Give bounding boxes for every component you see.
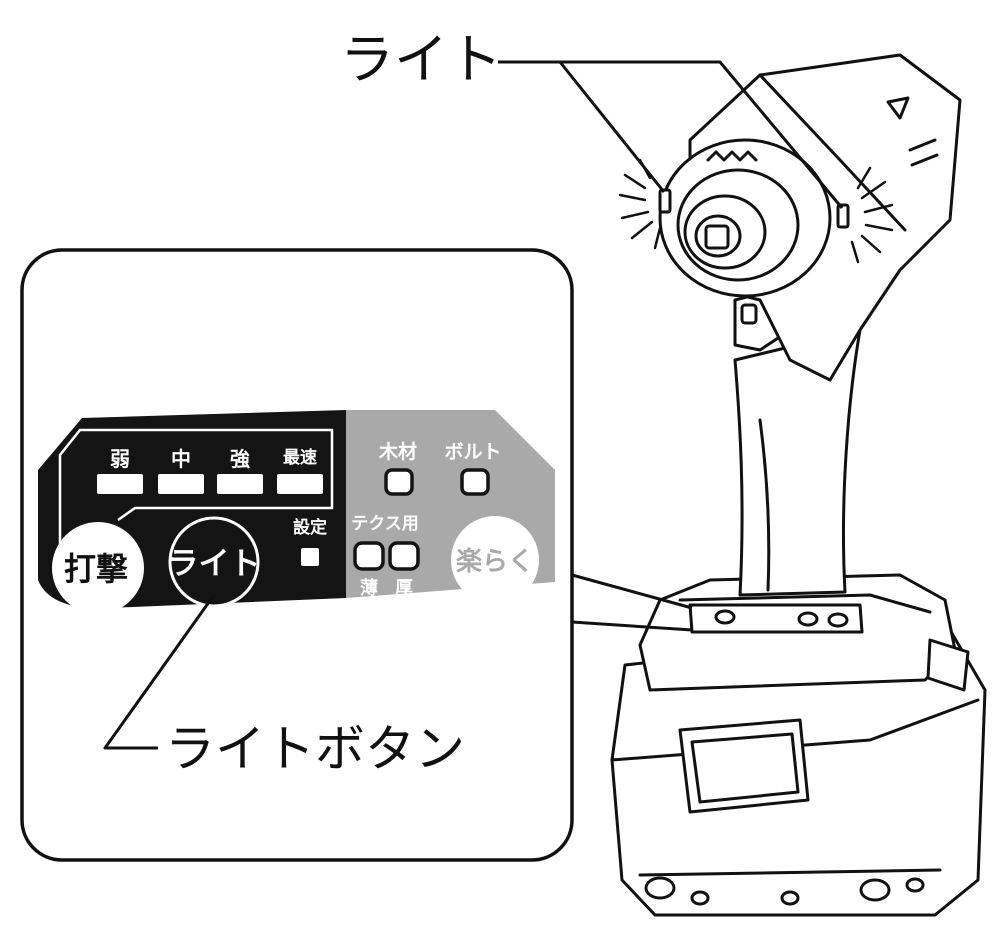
level-indicator-medium (158, 474, 204, 494)
level-max-label: 最速 (283, 447, 317, 468)
led-left (658, 188, 672, 214)
led-right (836, 203, 850, 229)
control-panel: 弱 中 強 最速 打撃 ライト 設定 木材 ボルト テクス用 薄 厚 楽らく (38, 410, 555, 614)
zoom-connector (571, 573, 693, 632)
level-indicator-max (277, 474, 323, 494)
tex-mode-label: テクス用 (351, 514, 419, 534)
light-button[interactable] (168, 516, 260, 608)
wood-mode-label: 木材 (378, 440, 417, 463)
level-indicator-weak (97, 474, 143, 494)
light-button-callout-label: ライトボタン (165, 720, 465, 778)
light-button-label: ライト (168, 546, 261, 582)
tool-panel-buttons (714, 609, 849, 628)
body-logo-mark (886, 96, 910, 120)
battery-window-inner (690, 732, 800, 804)
battery-window (678, 718, 810, 814)
easy-mode-button[interactable] (451, 516, 539, 604)
impact-button-label: 打撃 (64, 550, 128, 588)
level-strong-label: 強 (230, 447, 250, 471)
handle-grip-line (758, 418, 771, 592)
bolt-mode-button[interactable] (460, 468, 490, 496)
battery-feet (644, 876, 925, 906)
trigger-slot (740, 303, 758, 325)
light-callout-leader (498, 60, 844, 209)
light-callout-label: ライト (340, 28, 502, 91)
impact-driver-illustration (610, 53, 987, 917)
body-vent (908, 138, 939, 167)
battery-lower-line (638, 868, 942, 877)
settings-label: 設定 (293, 517, 327, 538)
tool-handle (733, 328, 862, 597)
anvil-square (704, 224, 730, 250)
tex-thin-label: 薄 (360, 578, 378, 599)
settings-button[interactable] (301, 548, 319, 566)
impact-level-frame (58, 428, 334, 548)
level-indicator-strong (217, 474, 263, 494)
level-weak-label: 弱 (110, 447, 130, 471)
level-medium-label: 中 (171, 447, 191, 471)
tex-thin-button[interactable] (353, 541, 385, 571)
tex-thick-button[interactable] (388, 541, 420, 571)
light-button-callout-leader (103, 594, 216, 750)
easy-mode-label: 楽らく (456, 547, 534, 577)
light-callout: ライト (340, 28, 844, 209)
tool-panel-strip (688, 603, 864, 634)
light-button-callout: ライトボタン (103, 594, 465, 778)
impact-button[interactable] (52, 522, 144, 614)
tex-thick-label: 厚 (395, 578, 413, 599)
wood-mode-button[interactable] (384, 468, 414, 496)
tool-base-top (678, 593, 932, 614)
side-switch (926, 638, 970, 692)
nose-marks (706, 150, 758, 162)
bolt-mode-label: ボルト (444, 441, 501, 463)
